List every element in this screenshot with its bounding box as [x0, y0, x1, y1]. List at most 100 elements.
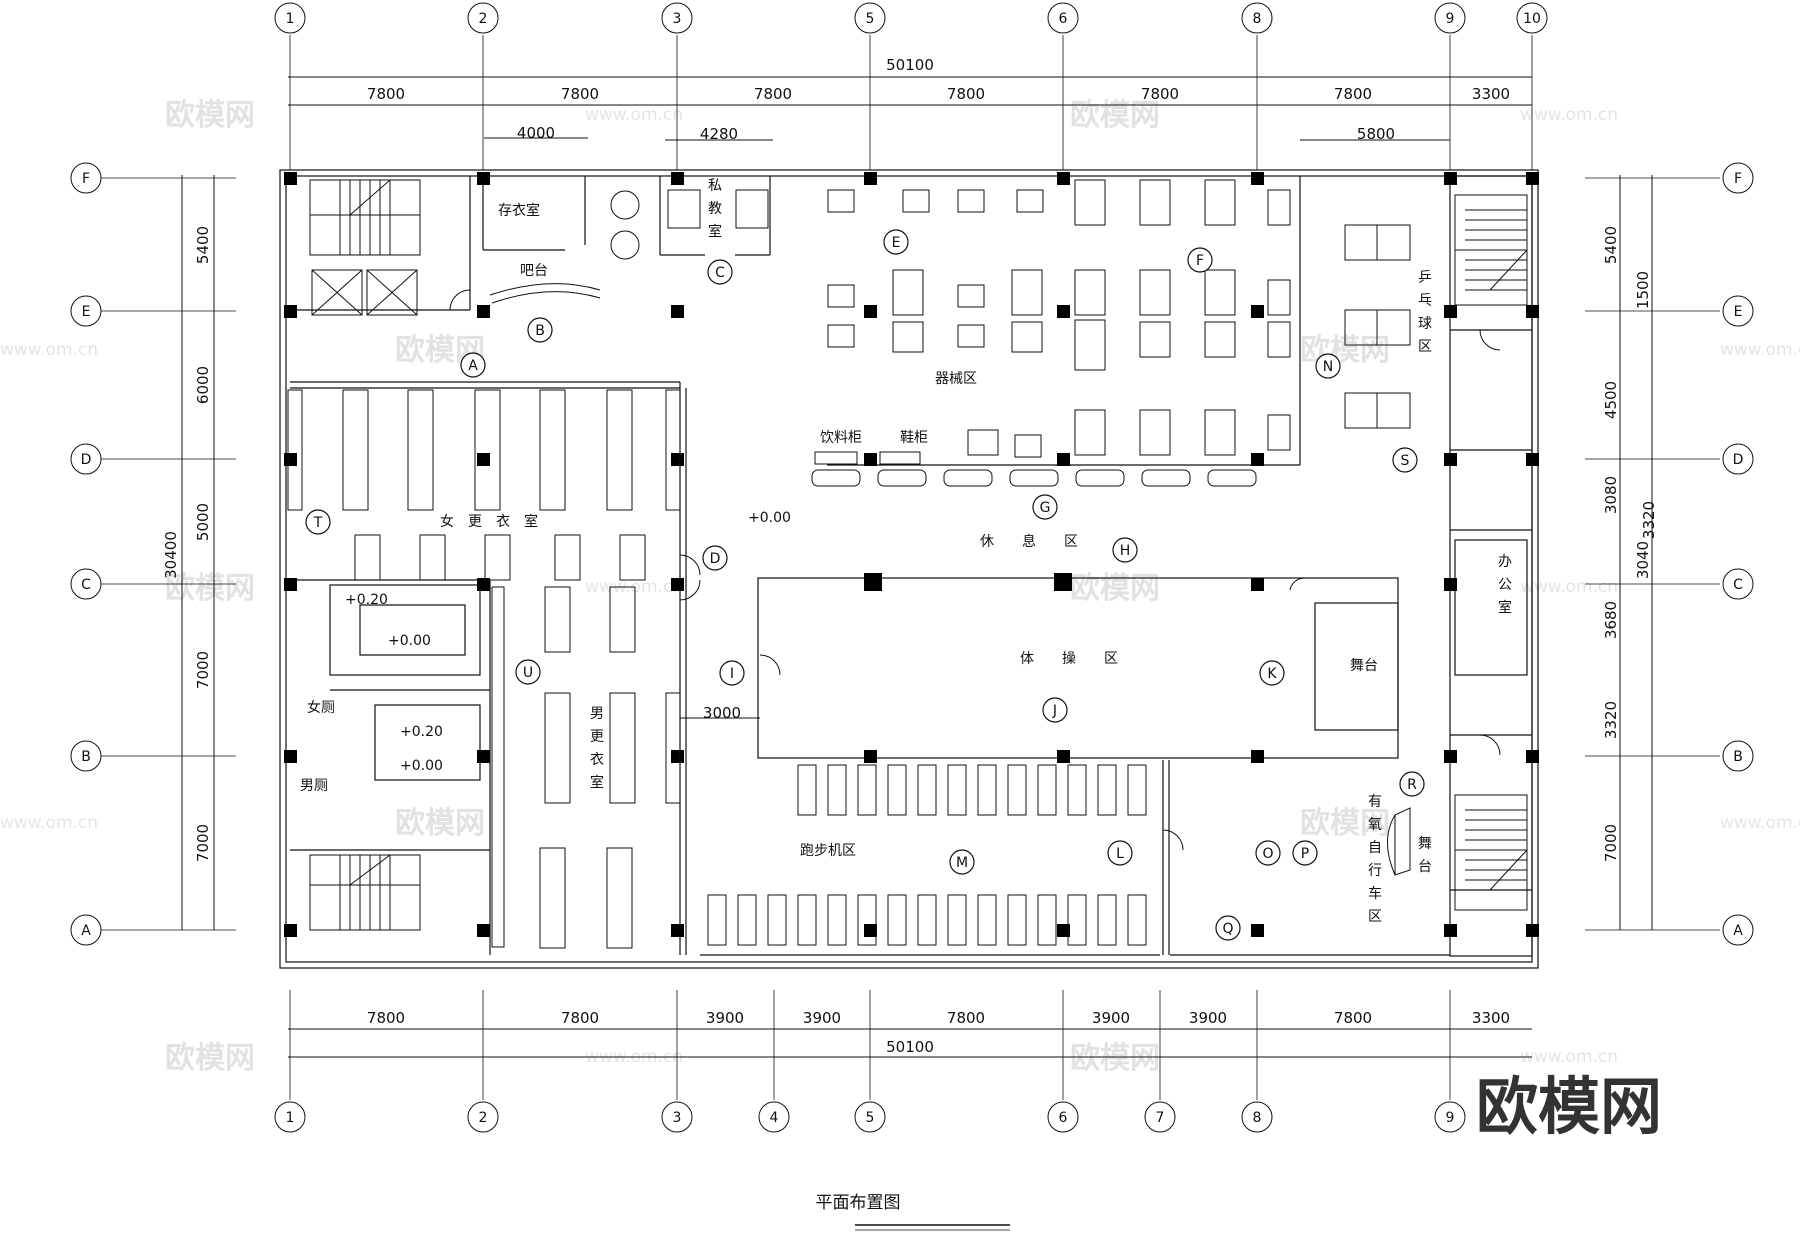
treadmills [707, 764, 1147, 946]
view-marker-label: Q [1222, 921, 1233, 937]
watermark-url: www.om.cn [1720, 340, 1800, 360]
dimension-texts-left: 5400 6000 5000 7000 7000 30400 [162, 226, 212, 862]
dim: 4000 [517, 124, 555, 142]
dim: 3900 [803, 1009, 841, 1027]
view-marker-label: D [710, 551, 721, 567]
gym-machines [814, 179, 1291, 465]
dim: 5400 [194, 226, 212, 264]
room-private-3: 室 [708, 223, 722, 240]
dim: 7800 [947, 85, 985, 103]
watermark: 欧模网 [165, 1041, 255, 1076]
pingpong-tables [1344, 224, 1411, 429]
room-aerobic-3: 自 [1368, 840, 1382, 856]
level-label: +0.00 [388, 633, 431, 649]
dim-total: 50100 [886, 1038, 934, 1056]
level-markers: +0.00 +0.20 +0.00 +0.20 +0.00 [345, 510, 791, 774]
view-marker-labels: A B C D E F G H I J K L M N O P Q R S T … [313, 235, 1417, 937]
view-marker-label: U [523, 665, 533, 681]
dimension-texts-bottom: 7800 7800 3900 3900 7800 3900 3900 7800 … [367, 1009, 1510, 1056]
dim: 5000 [194, 503, 212, 541]
dim-total: 50100 [886, 56, 934, 74]
dimension-texts-right: 5400 1500 4500 3080 3040 3680 3320 7000 … [703, 226, 1658, 862]
axis-label: D [81, 452, 92, 468]
room-pingpong-4: 区 [1418, 339, 1432, 355]
dim: 3900 [706, 1009, 744, 1027]
watermark-url: www.om.cn [1520, 105, 1618, 125]
watermark-url: www.om.cn [585, 105, 683, 125]
logo: 欧模网 [1476, 1070, 1662, 1143]
axis-label: 2 [479, 11, 488, 27]
dim: 7800 [1334, 85, 1372, 103]
dim-total: 30400 [162, 531, 180, 579]
structural-columns [284, 172, 1539, 937]
view-marker-label: K [1267, 666, 1277, 682]
dim: 7800 [754, 85, 792, 103]
level-label: +0.00 [400, 758, 443, 774]
room-pingpong-2: 乓 [1418, 293, 1432, 309]
bar-counter [449, 283, 1501, 851]
view-marker-label: F [1196, 253, 1204, 269]
dim: 3900 [1092, 1009, 1130, 1027]
room-equipment: 器械区 [935, 371, 977, 387]
view-marker-label: M [956, 855, 968, 871]
room-rest-1: 休 [980, 534, 994, 550]
room-office-3: 室 [1498, 599, 1512, 616]
view-marker-label: S [1401, 453, 1410, 469]
view-marker-label: O [1262, 846, 1273, 862]
axis-label: F [1734, 171, 1742, 187]
axis-label: 8 [1253, 11, 1262, 27]
axis-label: C [1733, 577, 1743, 593]
room-drinks: 饮料柜 [820, 430, 862, 446]
axis-label: E [1734, 304, 1743, 320]
room-office-2: 公 [1498, 577, 1512, 593]
level-label: +0.00 [748, 510, 791, 526]
axis-label: 6 [1059, 1110, 1068, 1126]
axis-label: 8 [1253, 1110, 1262, 1126]
axis-bubble-labels-rows: F E D C B A F E D C B A [81, 171, 1744, 939]
axis-label: B [81, 749, 91, 765]
watermark-url: www.om.cn [1720, 813, 1800, 833]
watermark-url: www.om.cn [0, 813, 98, 833]
room-labels: 存衣室 吧台 私 教 室 器械区 饮料柜 鞋柜 乒 乓 球 区 女 更 衣 室 … [300, 178, 1512, 925]
axis-label: 4 [770, 1110, 779, 1126]
dim-corridor: 3000 [703, 704, 741, 722]
axis-label: E [82, 304, 91, 320]
watermark: 欧模网 [395, 806, 485, 841]
view-marker-label: P [1301, 846, 1309, 862]
axis-label: 2 [479, 1110, 488, 1126]
view-marker-label: R [1407, 777, 1417, 793]
axis-bubbles-rows [70, 162, 1754, 946]
axis-label: 9 [1446, 1110, 1455, 1126]
room-aerobic-5: 车 [1368, 885, 1382, 902]
axis-label: 9 [1446, 11, 1455, 27]
dim: 4280 [700, 125, 738, 143]
room-private-2: 教 [708, 201, 722, 217]
watermark-url: www.om.cn [1520, 1047, 1618, 1067]
axis-label: 5 [866, 1110, 875, 1126]
room-women-locker-4: 室 [524, 513, 538, 530]
room-women-wc: 女厕 [307, 699, 335, 716]
room-coat: 存衣室 [498, 202, 540, 219]
room-pingpong-3: 球 [1418, 316, 1432, 332]
view-marker-label: C [715, 265, 725, 281]
dim: 7800 [561, 85, 599, 103]
room-aerobic-2: 氧 [1368, 817, 1382, 833]
dim: 7800 [1141, 85, 1179, 103]
dim: 7800 [561, 1009, 599, 1027]
dimension-texts-top: 50100 7800 7800 7800 7800 7800 7800 3300… [367, 56, 1510, 143]
room-gym-3: 区 [1104, 651, 1118, 667]
room-women-locker-3: 衣 [496, 514, 510, 530]
view-marker-label: E [892, 235, 901, 251]
room-men-locker-4: 室 [590, 774, 604, 791]
view-marker-label: J [1052, 703, 1057, 719]
watermark: 欧模网 [1070, 571, 1160, 606]
view-marker-label: I [730, 666, 734, 682]
dim: 3680 [1602, 601, 1620, 639]
axis-bubbles-top [274, 2, 1548, 34]
axis-label: 1 [286, 1110, 295, 1126]
view-markers [305, 229, 1425, 941]
room-gym-2: 操 [1062, 651, 1076, 667]
room-aerobic-6: 区 [1368, 909, 1382, 925]
watermark-url: www.om.cn [0, 340, 98, 360]
room-office-1: 办 [1498, 554, 1512, 570]
